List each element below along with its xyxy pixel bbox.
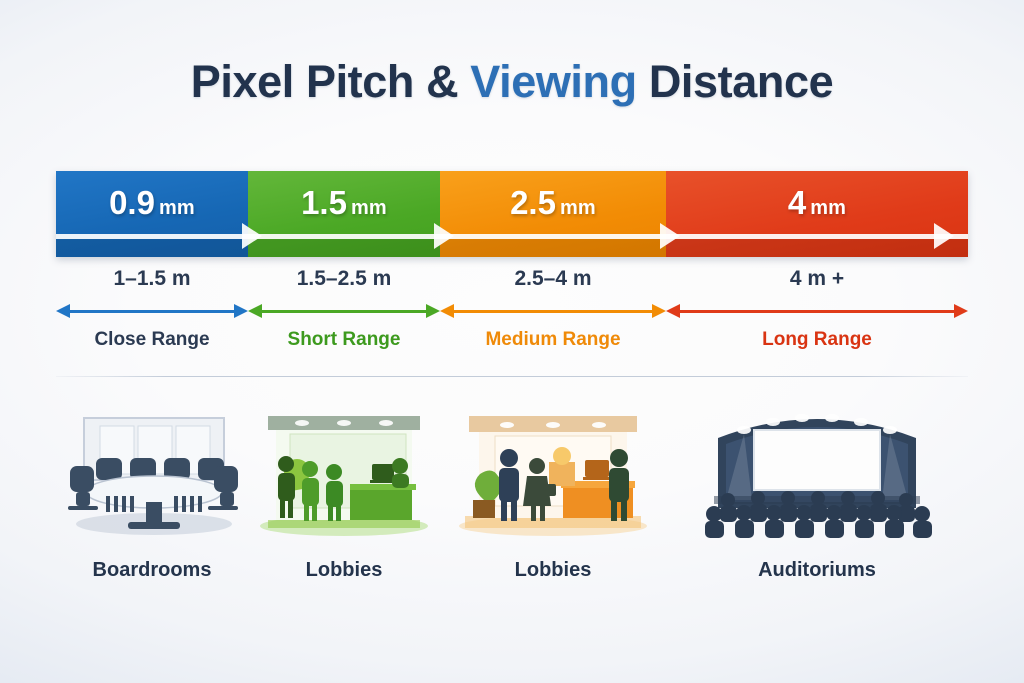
range-distance-label: 1.5–2.5 m: [296, 267, 392, 290]
section-divider: [56, 376, 968, 377]
arrow-line: [70, 310, 234, 313]
pitch-value: 4: [787, 184, 807, 221]
range-distance-label: 4 m +: [789, 267, 845, 290]
scene-auditoriums: Auditoriums: [666, 396, 968, 596]
arrow-head-right-icon: [426, 304, 440, 318]
arrow-line: [454, 310, 652, 313]
scene-caption: Auditoriums: [758, 559, 876, 581]
range-name-label: Medium Range: [485, 329, 621, 350]
range-name-label: Short Range: [287, 329, 401, 350]
pitch-value: 2.5: [510, 184, 556, 221]
scene-caption: Boardrooms: [92, 559, 212, 581]
range-arrow-medium-icon: [440, 304, 666, 320]
scene-lobbies-green: Lobbies: [248, 396, 440, 596]
range-distance-label: 1–1.5 m: [113, 267, 191, 290]
range-name-label: Long Range: [762, 329, 872, 350]
pitch-unit: mm: [810, 197, 847, 219]
range-distance-label: 2.5–4 m: [514, 267, 592, 290]
viewing-distance-ranges: 1–1.5 m Close Range 1.5–2.5 m Short Rang…: [56, 268, 968, 360]
scene-caption: Lobbies: [514, 559, 592, 581]
range-close: 1–1.5 m Close Range: [56, 268, 248, 349]
pitch-value: 0.9: [109, 184, 155, 221]
range-long: 4 m + Long Range: [666, 268, 968, 349]
venue-scenes: Boardrooms: [56, 396, 968, 596]
auditorium-icon: [705, 414, 932, 538]
lobby-orange-icon: [459, 416, 647, 536]
scene-lobbies-orange: Lobbies: [440, 396, 666, 596]
pitch-unit: mm: [158, 197, 195, 219]
title-part-two: Distance: [648, 56, 834, 107]
green-lobby-illustration: [248, 396, 440, 538]
page-title: Pixel Pitch & Viewing Distance: [0, 58, 1024, 105]
arrow-head-right-icon: [652, 304, 666, 318]
pitch-unit: mm: [559, 197, 596, 219]
pitch-value: 1.5: [301, 184, 347, 221]
title-part-one: Pixel Pitch &: [190, 56, 459, 107]
arrow-line: [262, 310, 426, 313]
range-medium: 2.5–4 m Medium Range: [440, 268, 666, 349]
arrow-head-left-icon: [56, 304, 70, 318]
arrow-head-left-icon: [666, 304, 680, 318]
range-name-label: Close Range: [94, 329, 210, 350]
title-accent-word: Viewing: [470, 56, 637, 107]
arrow-head-right-icon: [234, 304, 248, 318]
range-arrow-long-icon: [666, 304, 968, 320]
pitch-unit: mm: [350, 197, 387, 219]
arrow-head-left-icon: [248, 304, 262, 318]
arrow-head-left-icon: [440, 304, 454, 318]
arrow-line: [680, 310, 954, 313]
boardroom-icon: [68, 417, 238, 535]
lobby-green-icon: [260, 416, 428, 536]
scene-boardrooms: Boardrooms: [56, 396, 248, 596]
range-short: 1.5–2.5 m Short Range: [248, 268, 440, 349]
range-arrow-close-icon: [56, 304, 248, 320]
range-arrow-short-icon: [248, 304, 440, 320]
scene-caption: Lobbies: [305, 559, 383, 581]
arrow-head-right-icon: [954, 304, 968, 318]
boardroom-illustration: [56, 396, 248, 538]
orange-lobby-illustration: [440, 396, 666, 538]
auditorium-illustration: [666, 396, 968, 538]
